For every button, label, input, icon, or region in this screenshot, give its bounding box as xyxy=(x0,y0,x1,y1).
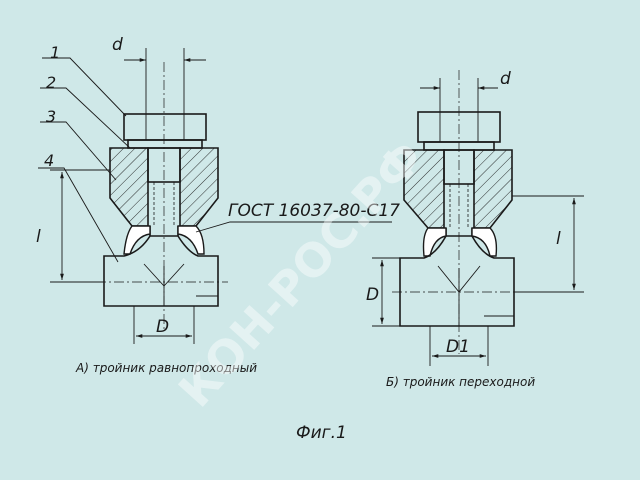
dim-D-left: D xyxy=(156,317,169,337)
callout-3: 3 xyxy=(46,107,56,126)
dim-l-left: l xyxy=(36,227,41,247)
standard-label: ГОСТ 16037-80-С17 xyxy=(228,201,400,221)
dim-D1: D1 xyxy=(446,337,470,357)
dim-l-right: l xyxy=(556,229,561,249)
washer-a xyxy=(127,139,203,149)
body-left-half-a xyxy=(109,147,149,227)
dim-d-left: d xyxy=(112,35,123,55)
figure-title: Фиг.1 xyxy=(296,423,347,443)
body-right-half-b xyxy=(473,149,513,229)
assembly-a xyxy=(38,48,392,344)
bolt-head-a xyxy=(123,113,207,141)
caption-a: А) тройник равнопроходный xyxy=(75,361,257,375)
caption-b: Б) тройник переходной xyxy=(386,375,535,389)
weld-right-b xyxy=(471,227,498,257)
callout-1: 1 xyxy=(50,43,60,62)
callout-2: 2 xyxy=(46,73,56,92)
tee-body-a xyxy=(103,235,219,307)
tee-body-b xyxy=(399,235,515,327)
dim-D-right: D xyxy=(366,285,379,305)
dim-d-right: d xyxy=(500,69,511,89)
callout-4: 4 xyxy=(44,151,54,170)
assembly-b xyxy=(372,70,584,366)
weld-right-a xyxy=(177,225,205,255)
body-right-half-a xyxy=(179,147,219,227)
